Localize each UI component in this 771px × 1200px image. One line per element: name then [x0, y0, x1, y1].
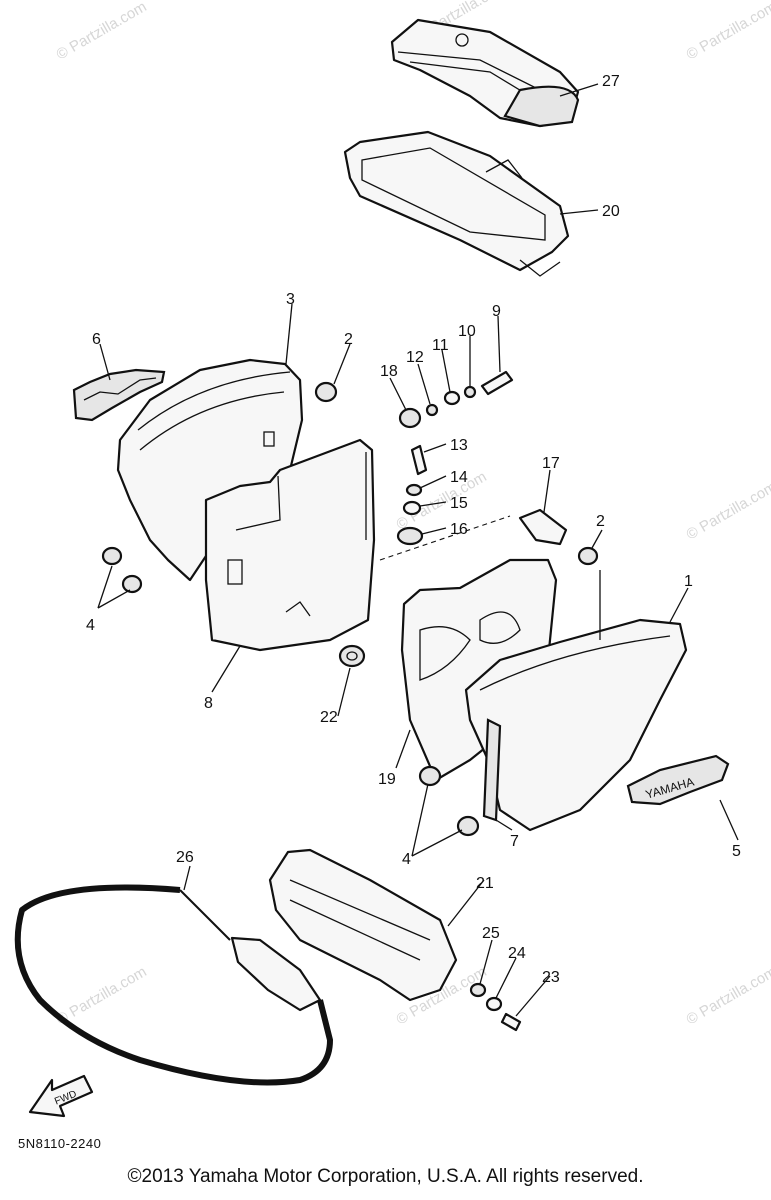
- part-5-emblem: YAMAHA: [626, 754, 730, 806]
- callout-15: 15: [450, 495, 468, 512]
- watermark: © Partzilla.com: [684, 0, 771, 63]
- callout-16: 16: [450, 521, 468, 538]
- callout-23: 23: [542, 969, 560, 986]
- hardware-23-25: [469, 982, 522, 1032]
- callout-2: 2: [596, 513, 605, 530]
- callout-11: 11: [432, 337, 449, 354]
- part-4-grommets-left: [101, 546, 143, 594]
- callout-9: 9: [492, 303, 501, 320]
- callout-4: 4: [402, 851, 411, 868]
- callout-20: 20: [602, 203, 620, 220]
- callout-24: 24: [508, 945, 526, 962]
- callout-18: 18: [380, 363, 398, 380]
- watermark: © Partzilla.com: [54, 0, 150, 63]
- part-27-cover: [390, 18, 580, 128]
- watermark: © Partzilla.com: [54, 963, 150, 1028]
- callout-25: 25: [482, 925, 500, 942]
- callout-2: 2: [344, 331, 353, 348]
- reference-code: 5N8110-2240: [18, 1136, 102, 1151]
- part-2-grommet-upper: [314, 381, 338, 403]
- part-20-tray: [343, 130, 570, 277]
- part-8-box: [204, 438, 376, 652]
- callout-8: 8: [204, 695, 213, 712]
- part-4-grommets-lower: [418, 765, 480, 837]
- leader-lines: [97, 83, 739, 1017]
- part-26-cable: [14, 884, 333, 1086]
- callout-12: 12: [406, 349, 424, 366]
- callout-26: 26: [176, 849, 194, 866]
- fwd-arrow-icon: FWD: [28, 1074, 94, 1118]
- callout-17: 17: [542, 455, 560, 472]
- callout-7: 7: [510, 833, 519, 850]
- part-7-flap: [482, 718, 502, 822]
- callout-22: 22: [320, 709, 338, 726]
- callout-1: 1: [684, 573, 693, 590]
- watermark: © Partzilla.com: [684, 963, 771, 1028]
- callout-labels: 27 20 3 2 6 9 10 11 12 18 13 14 15 16 17…: [86, 73, 741, 986]
- copyright-text: ©2013 Yamaha Motor Corporation, U.S.A. A…: [127, 1166, 644, 1187]
- callout-27: 27: [602, 73, 620, 90]
- hardware-stack: [379, 370, 514, 561]
- watermark: © Partzilla.com: [684, 478, 771, 543]
- callout-10: 10: [458, 323, 476, 340]
- callout-14: 14: [450, 469, 468, 486]
- callout-13: 13: [450, 437, 468, 454]
- part-21-lower-cover: [268, 848, 458, 1002]
- part-22-grommet: [338, 644, 366, 668]
- part-6-emblem: [72, 368, 166, 422]
- part-17-clip: [518, 508, 568, 546]
- callout-5: 5: [732, 843, 741, 860]
- part-2-grommet-right: [577, 546, 599, 566]
- callout-19: 19: [378, 771, 396, 788]
- callout-21: 21: [476, 875, 494, 892]
- callout-6: 6: [92, 331, 101, 348]
- callout-3: 3: [286, 291, 295, 308]
- callout-4: 4: [86, 617, 95, 634]
